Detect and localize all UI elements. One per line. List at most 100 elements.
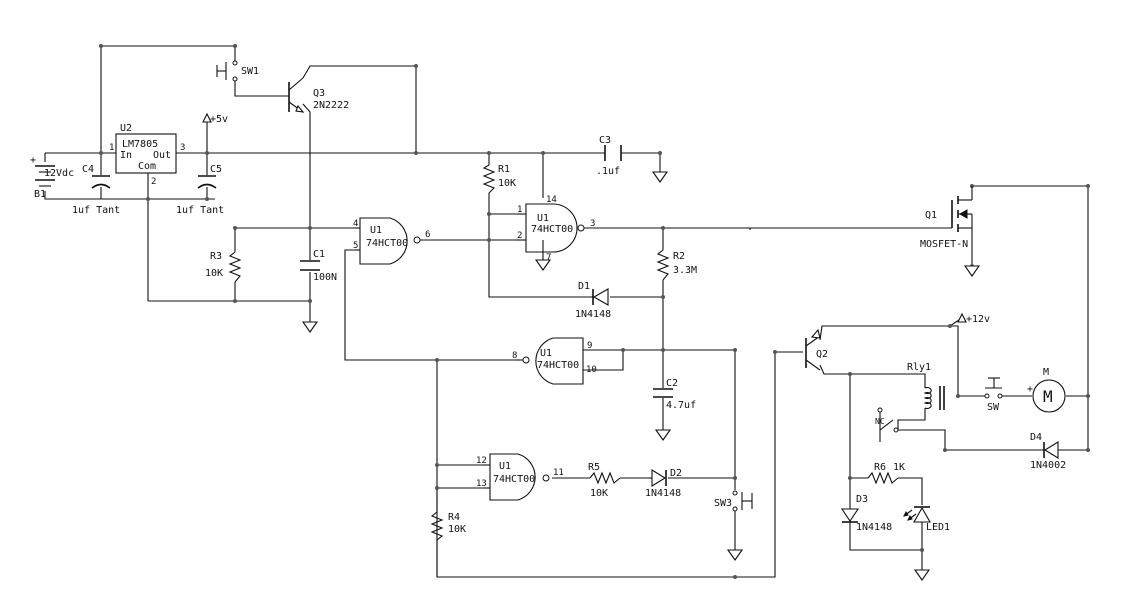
d3-part-label: 1N4148: [856, 522, 892, 533]
u1a-pin6-label: 6: [425, 230, 430, 240]
battery-voltage-label: 12Vdc: [44, 168, 74, 179]
u1d-part-label: 74HCT00: [493, 474, 535, 485]
d3-ref-label: D3: [856, 494, 868, 505]
r2-value-label: 3.3M: [673, 265, 697, 276]
u2-ref-label: U2: [120, 123, 132, 134]
q3-part-label: 2N2222: [313, 100, 349, 111]
c3-value-label: .1uf: [596, 166, 620, 177]
u1a-ref-label: U1: [370, 225, 382, 236]
junctions: [99, 44, 1090, 579]
transistor-q3: Q3 2N2222: [288, 77, 349, 113]
q3-ref-label: Q3: [313, 88, 325, 99]
transistor-q2: Q2: [805, 328, 828, 371]
wires: [44, 45, 1089, 578]
q1-ref-label: Q1: [925, 210, 937, 221]
d4-part-label: 1N4002: [1030, 460, 1066, 471]
u1c-pin10-label: 10: [586, 365, 597, 375]
c5-value-label: 1uf Tant: [176, 205, 224, 216]
d2-part-label: 1N4148: [645, 488, 681, 499]
nand-gate-u1a: U1 74HCT00 4 5 6: [353, 217, 430, 265]
c5-ref-label: C5: [210, 164, 222, 175]
u2-pin2-label: 2: [151, 177, 156, 187]
r1-ref-label: R1: [498, 164, 510, 175]
u1c-pin8-label: 8: [512, 351, 517, 361]
capacitor-c5: C5 1uf Tant: [176, 164, 224, 216]
ground-symbols: [301, 171, 981, 581]
c4-value-label: 1uf Tant: [72, 205, 120, 216]
r5-value-label: 10K: [590, 488, 608, 499]
battery-b1: + 12Vdc B1: [30, 155, 74, 200]
motor-symbol: M: [1043, 387, 1053, 406]
u1b-part-label: 74HCT00: [531, 224, 573, 235]
d1-ref-label: D1: [578, 281, 590, 292]
c2-ref-label: C2: [666, 378, 678, 389]
r4-value-label: 10K: [448, 524, 466, 535]
sw3-ref-label: SW3: [714, 498, 732, 509]
c4-ref-label: C4: [82, 164, 94, 175]
r3-value-label: 10K: [205, 268, 223, 279]
switch-sw3: SW3: [714, 490, 753, 512]
c3-ref-label: C3: [599, 135, 611, 146]
resistor-r2: R2 3.3M: [656, 249, 697, 281]
u2-pin3-label: 3: [180, 143, 185, 153]
mosfet-q1: Q1 MOSFET-N: [750, 186, 973, 250]
nand-gate-u1c: U1 74HCT00 9 10 8: [512, 337, 597, 385]
resistor-r6: R6 1K: [867, 462, 905, 485]
c2-value-label: 4.7uf: [666, 400, 696, 411]
q1-part-label: MOSFET-N: [920, 239, 968, 250]
regulator-u2: U2 LM7805 In Out Com 1 2 3: [109, 123, 185, 187]
rly1-ref-label: Rly1: [907, 362, 931, 373]
relay-rly1: Rly1 NC: [875, 362, 945, 442]
diode-d1: D1 1N4148: [575, 281, 611, 320]
battery-ref-label: B1: [34, 189, 46, 200]
led1-ref-label: LED1: [926, 522, 950, 533]
r5-ref-label: R5: [588, 462, 600, 473]
u2-out-label: Out: [153, 150, 171, 161]
diode-d3: D3 1N4148: [840, 494, 892, 533]
capacitor-c1: C1 100N: [300, 249, 337, 283]
diode-d4: D4 1N4002: [1030, 432, 1066, 471]
u1c-ref-label: U1: [540, 348, 552, 359]
switch-sw1: SW1: [216, 60, 259, 82]
u1d-pin13-label: 13: [476, 479, 487, 489]
d1-part-label: 1N4148: [575, 309, 611, 320]
u2-part-label: LM7805: [122, 139, 158, 150]
u2-com-label: Com: [138, 161, 156, 172]
supply-5v: +5v: [202, 112, 228, 125]
c1-value-label: 100N: [313, 272, 337, 283]
u1c-pin9-label: 9: [587, 341, 592, 351]
u1b-pin3-label: 3: [590, 219, 595, 229]
rly1-nc-label: NC: [875, 417, 885, 426]
r3-ref-label: R3: [210, 251, 222, 262]
c1-ref-label: C1: [313, 249, 325, 260]
resistor-r3: R3 10K: [205, 251, 242, 283]
capacitor-c3: C3 .1uf: [596, 135, 622, 177]
u1d-pin12-label: 12: [476, 456, 487, 466]
motor-m: M M +: [1027, 367, 1066, 413]
switch-sw: SW: [984, 377, 1003, 413]
u1c-part-label: 74HCT00: [537, 360, 579, 371]
u2-pin1-label: 1: [109, 143, 114, 153]
r1-value-label: 10K: [498, 178, 516, 189]
nand-gate-u1b: U1 74HCT00 1 2 3 14 7: [515, 195, 601, 263]
u1b-ref-label: U1: [537, 213, 549, 224]
capacitor-c2: C2 4.7uf: [653, 378, 696, 411]
supply-12v: +12v: [957, 312, 990, 325]
supply-5v-label: +5v: [210, 114, 228, 125]
r6-ref-label: R6: [874, 462, 886, 473]
motor-ref-label: M: [1043, 367, 1049, 378]
u1d-pin11-label: 11: [553, 468, 564, 478]
r6-value-label: 1K: [893, 462, 905, 473]
u1b-pin1-label: 1: [517, 205, 522, 215]
d2-ref-label: D2: [670, 468, 682, 479]
u2-in-label: In: [120, 150, 132, 161]
d4-ref-label: D4: [1030, 432, 1042, 443]
u1d-ref-label: U1: [499, 461, 511, 472]
capacitor-c4: C4 1uf Tant: [72, 164, 120, 216]
supply-12v-label: +12v: [966, 314, 990, 325]
u1b-pin2-label: 2: [517, 231, 522, 241]
resistor-r4: R4 10K: [430, 511, 466, 541]
resistor-r1: R1 10K: [482, 164, 516, 194]
motor-plus-label: +: [1027, 384, 1033, 395]
